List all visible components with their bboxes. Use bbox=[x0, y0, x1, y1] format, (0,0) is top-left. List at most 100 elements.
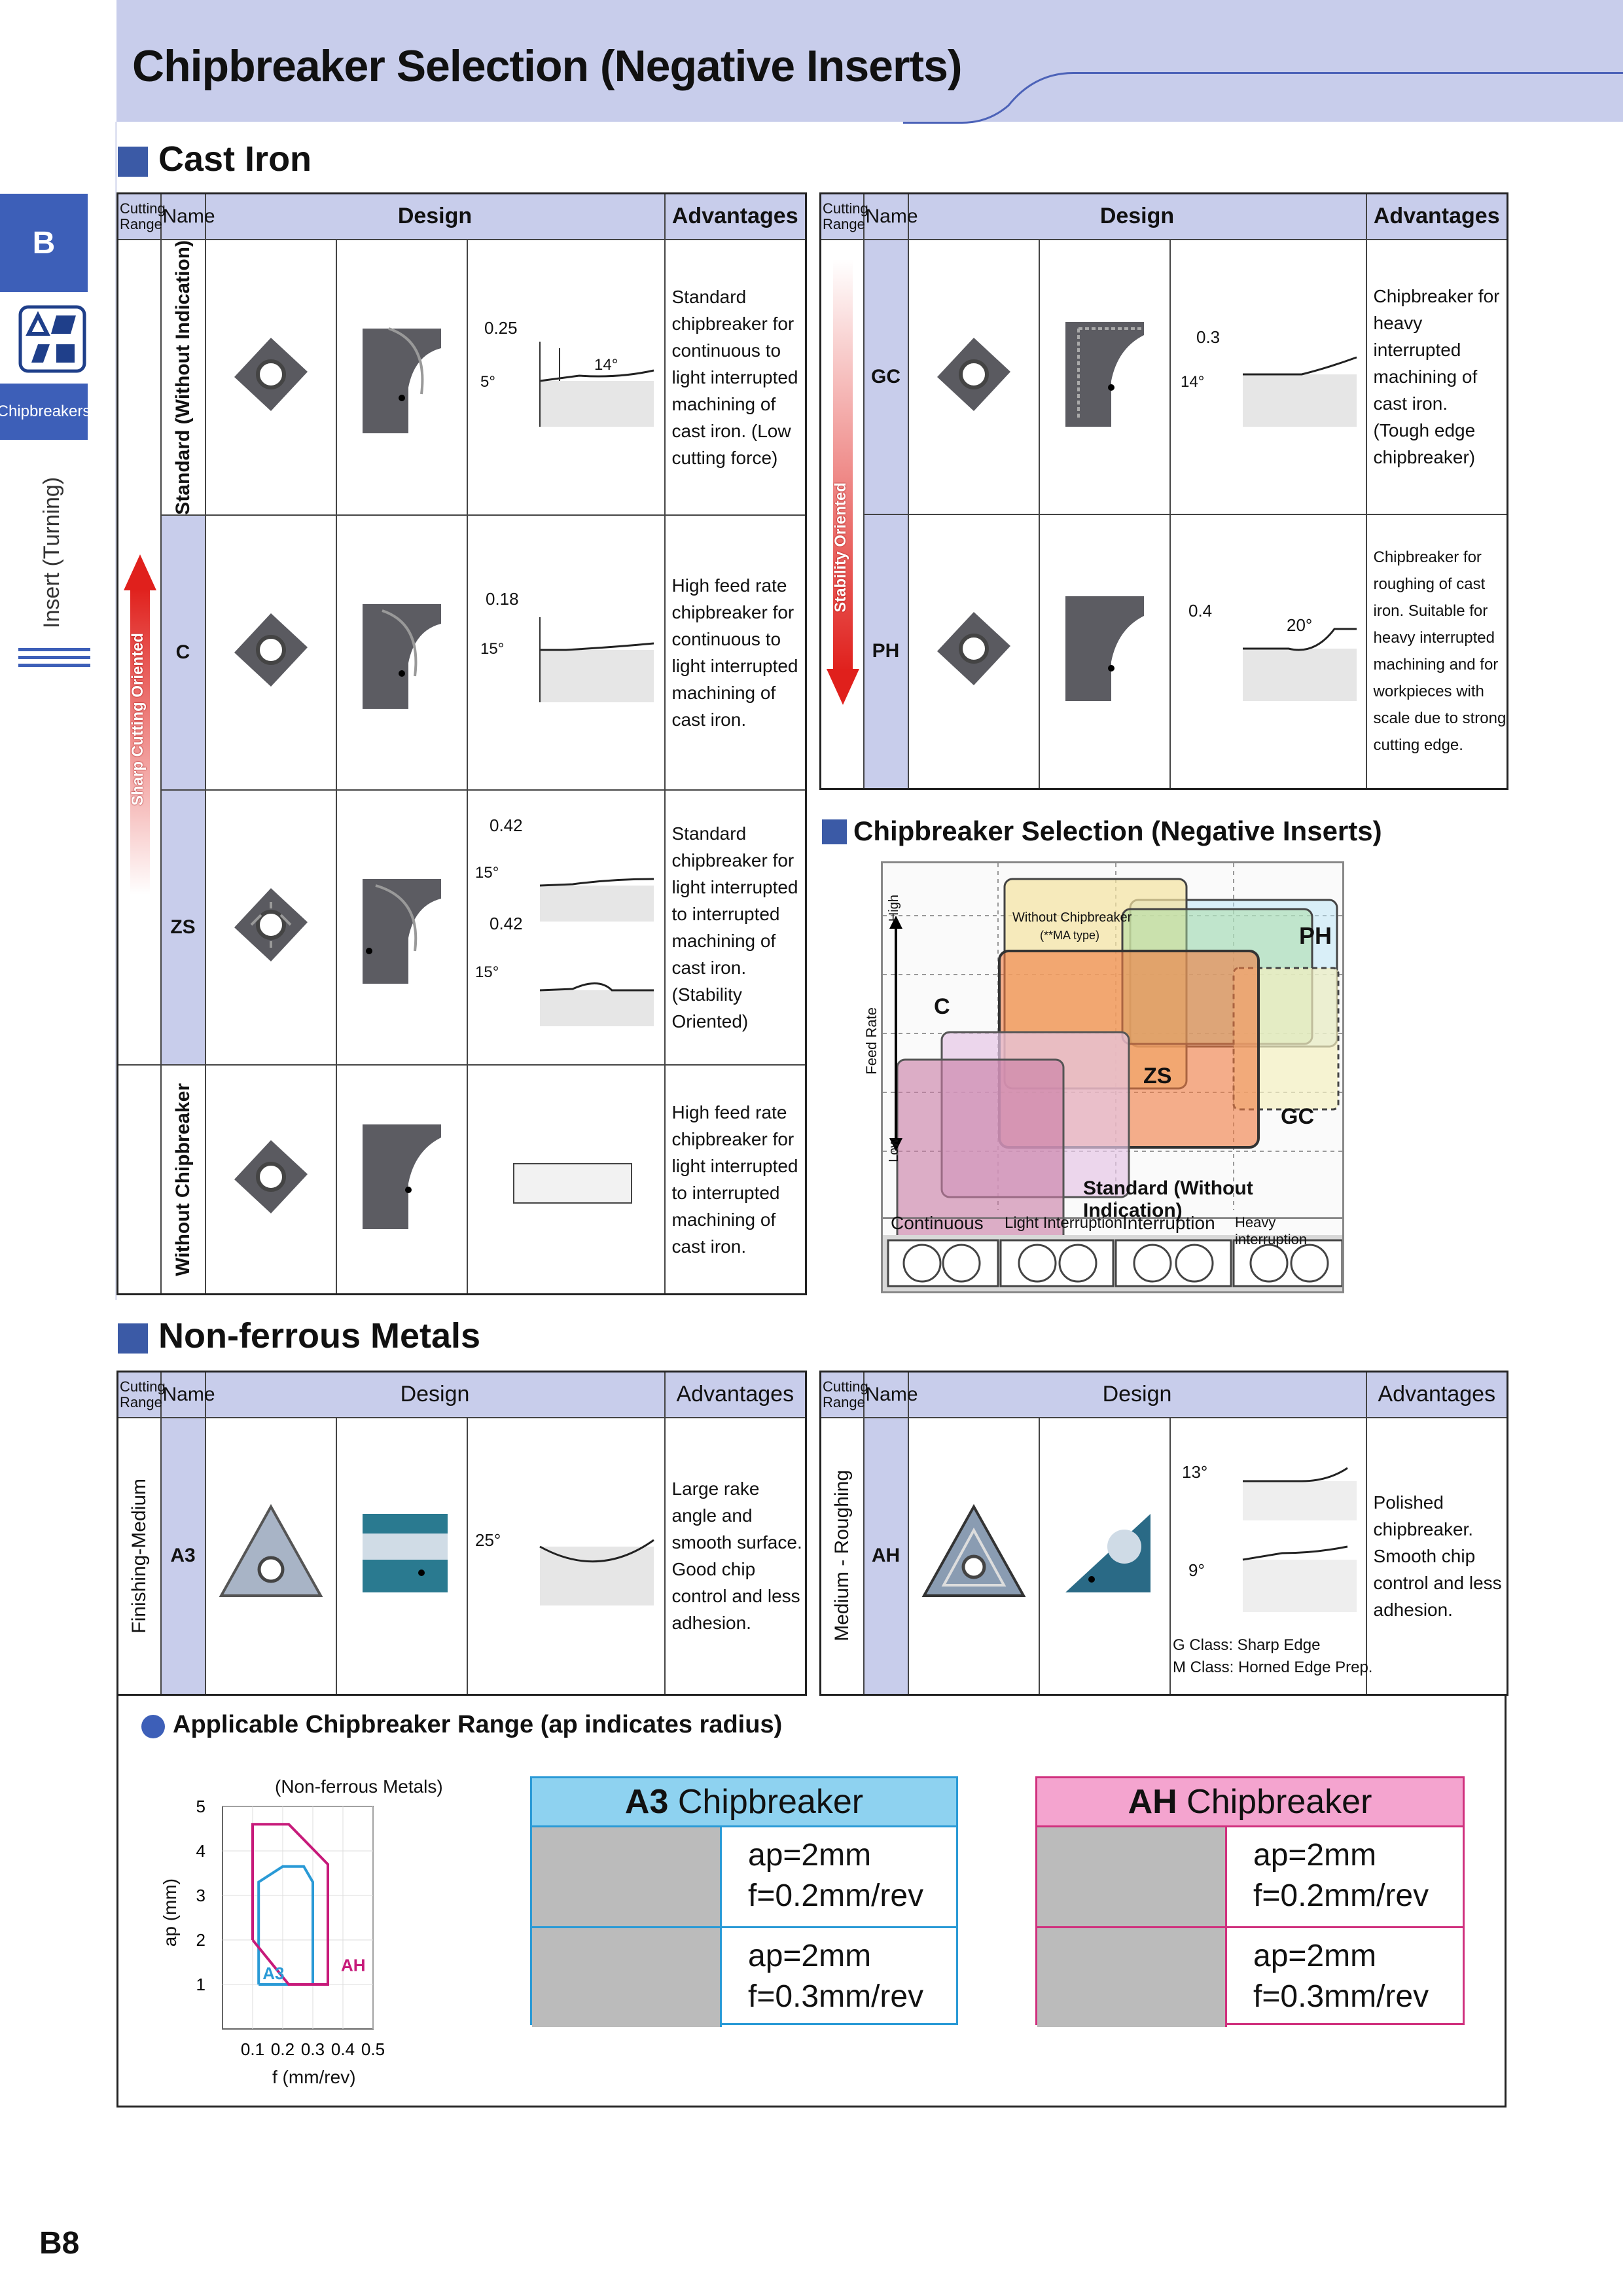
col-design: Design bbox=[204, 192, 666, 240]
chipbreaker-name-zs: ZS bbox=[160, 789, 206, 1066]
x-tick-label: 0.2 bbox=[271, 2039, 294, 2059]
arrow-up-icon bbox=[124, 554, 156, 895]
cast-iron-table-right: Cutting Range Name Design Advantages Sta… bbox=[819, 192, 1508, 790]
dim-gc-1: 14° bbox=[1181, 373, 1205, 391]
region-gc: GC bbox=[1281, 1104, 1314, 1129]
y-tick-label: 5 bbox=[196, 1797, 205, 1816]
range-without-cell: Without Chipbreaker bbox=[160, 1064, 206, 1295]
series-ah-label: AH bbox=[341, 1956, 366, 1975]
insert-detail-c bbox=[335, 514, 468, 791]
advantages-ah: Polished chipbreaker. Smooth chip contro… bbox=[1365, 1416, 1508, 1696]
dim-ph-0: 0.4 bbox=[1188, 601, 1213, 620]
col-design-right: Design bbox=[907, 192, 1367, 240]
class-m-note: M Class: Horned Edge Prep. bbox=[1173, 1659, 1373, 1676]
a3-chip-photo-1 bbox=[532, 1827, 722, 1926]
dim-c-0: 0.18 bbox=[486, 589, 519, 609]
ah-ap-1: ap=2mm bbox=[1253, 1838, 1377, 1873]
insert-image-standard bbox=[204, 238, 337, 516]
x-label-continuous: Continuous bbox=[891, 1213, 984, 1233]
edge-profile-zs bbox=[466, 789, 666, 1066]
insert-image-gc bbox=[907, 238, 1040, 515]
side-letter-tab[interactable]: B bbox=[0, 194, 88, 292]
advantages-zs: Standard chipbreaker for light interrupt… bbox=[664, 789, 807, 1066]
nf-range-right-cell: Medium - Roughing bbox=[819, 1416, 865, 1696]
edge-profile-standard bbox=[466, 238, 666, 516]
ah-chip-photo-1 bbox=[1037, 1827, 1227, 1926]
region-without-chipbreaker: Without Chipbreaker bbox=[1012, 910, 1132, 925]
range-chart-title: (Non-ferrous Metals) bbox=[275, 1776, 443, 1797]
insert-image-c bbox=[204, 514, 337, 791]
a3-f-1: f=0.2mm/rev bbox=[748, 1878, 924, 1913]
class-g-note: G Class: Sharp Edge bbox=[1173, 1636, 1321, 1654]
ah-card-name: AH bbox=[1128, 1783, 1177, 1821]
a3-card-head: A3 Chipbreaker bbox=[532, 1778, 956, 1825]
nf-col-range: Cutting Range bbox=[116, 1371, 166, 1418]
a3-ap-1: ap=2mm bbox=[748, 1838, 872, 1873]
ah-ap-2: ap=2mm bbox=[1253, 1939, 1377, 1973]
bullet-icon bbox=[141, 1715, 165, 1738]
selection-chart-heading: Chipbreaker Selection (Negative Inserts) bbox=[853, 816, 1382, 846]
stability-arrow-cell: Stability Oriented bbox=[819, 238, 865, 790]
col-name: Name bbox=[160, 192, 215, 240]
dim-standard-0: 0.25 bbox=[484, 318, 518, 338]
insert-detail-gc bbox=[1038, 238, 1171, 515]
col-advantages-right: Advantages bbox=[1365, 192, 1508, 240]
ah-card-head: AH Chipbreaker bbox=[1037, 1778, 1463, 1825]
range-chart-xlabel: f (mm/rev) bbox=[272, 2067, 356, 2087]
dim-zs-0: 0.42 bbox=[490, 816, 523, 835]
insert-image-ah bbox=[907, 1416, 1040, 1696]
edge-profile-ah bbox=[1169, 1416, 1367, 1696]
applicable-range-box bbox=[116, 1694, 1507, 2108]
sharp-cutting-arrow-cell: Sharp Cutting Oriented bbox=[116, 238, 162, 1066]
nf-col-range-right: Cutting Range bbox=[819, 1371, 868, 1418]
advantages-ph: Chipbreaker for roughing of cast iron. S… bbox=[1365, 513, 1508, 790]
arrow-down-icon bbox=[827, 259, 859, 705]
y-axis-high: High bbox=[887, 895, 901, 922]
range-heading: Applicable Chipbreaker Range (ap indicat… bbox=[173, 1711, 783, 1738]
x-label-heavy-interruption: Heavy interruption bbox=[1235, 1214, 1308, 1247]
a3-f-2: f=0.3mm/rev bbox=[748, 1979, 924, 2014]
y-axis-low: Low bbox=[887, 1138, 901, 1162]
edge-profile-ph bbox=[1169, 513, 1367, 790]
region-c: C bbox=[934, 994, 950, 1019]
series-ah-outline bbox=[251, 1823, 329, 1986]
advantages-a3: Large rake angle and smooth surface. Goo… bbox=[664, 1416, 807, 1696]
region-zs: ZS bbox=[1143, 1064, 1172, 1088]
advantages-gc: Chipbreaker for heavy interrupted machin… bbox=[1365, 238, 1508, 515]
y-tick-label: 1 bbox=[196, 1975, 205, 1994]
non-ferrous-table-right: Cutting Range Name Design Advantages Med… bbox=[819, 1371, 1509, 1696]
edge-profile-c bbox=[466, 514, 666, 791]
non-ferrous-heading: Non-ferrous Metals bbox=[158, 1316, 481, 1355]
chipbreaker-name-gc: GC bbox=[863, 238, 909, 515]
range-chart: (Non-ferrous Metals) ap (mm) f (mm/rev) … bbox=[151, 1776, 478, 2104]
nf-col-design: Design bbox=[204, 1371, 666, 1418]
nf-range-medium-roughing: Medium - Roughing bbox=[830, 1470, 853, 1642]
chipbreaker-name-c: C bbox=[160, 514, 206, 791]
insert-detail-zs bbox=[335, 789, 468, 1066]
insert-detail-ah bbox=[1038, 1416, 1171, 1696]
chipbreaker-name-ph: PH bbox=[863, 513, 909, 790]
advantages-without: High feed rate chipbreaker for light int… bbox=[664, 1064, 807, 1295]
region-ph: PH bbox=[1299, 922, 1332, 949]
dim-a3-0: 25° bbox=[475, 1530, 501, 1550]
nf-col-advantages: Advantages bbox=[664, 1371, 807, 1418]
dim-ah-1: 9° bbox=[1188, 1560, 1205, 1580]
insert-shapes-icon bbox=[18, 305, 86, 373]
section-marker bbox=[118, 1323, 148, 1354]
header-band bbox=[116, 0, 1623, 122]
ah-f-1: f=0.2mm/rev bbox=[1253, 1878, 1429, 1913]
dim-zs-3: 15° bbox=[475, 963, 499, 981]
range-without-chipbreaker: Without Chipbreaker bbox=[171, 1083, 194, 1276]
range-standard: Standard (Without Indication) bbox=[171, 240, 194, 515]
a3-chip-photo-2 bbox=[532, 1928, 722, 2027]
edge-profile-a3 bbox=[466, 1416, 666, 1696]
section-marker bbox=[118, 147, 148, 177]
x-label-light-interruption: Light Interruption bbox=[1005, 1214, 1123, 1232]
side-tab-chipbreakers[interactable]: Chipbreakers bbox=[0, 384, 90, 440]
y-tick-label: 3 bbox=[196, 1886, 205, 1905]
non-ferrous-table-left: Cutting Range Name Design Advantages Fin… bbox=[116, 1371, 808, 1696]
col-cutting-range: Cutting Range bbox=[116, 192, 166, 240]
dim-standard-1: 5° bbox=[480, 373, 495, 391]
dim-c-1: 15° bbox=[480, 640, 505, 658]
